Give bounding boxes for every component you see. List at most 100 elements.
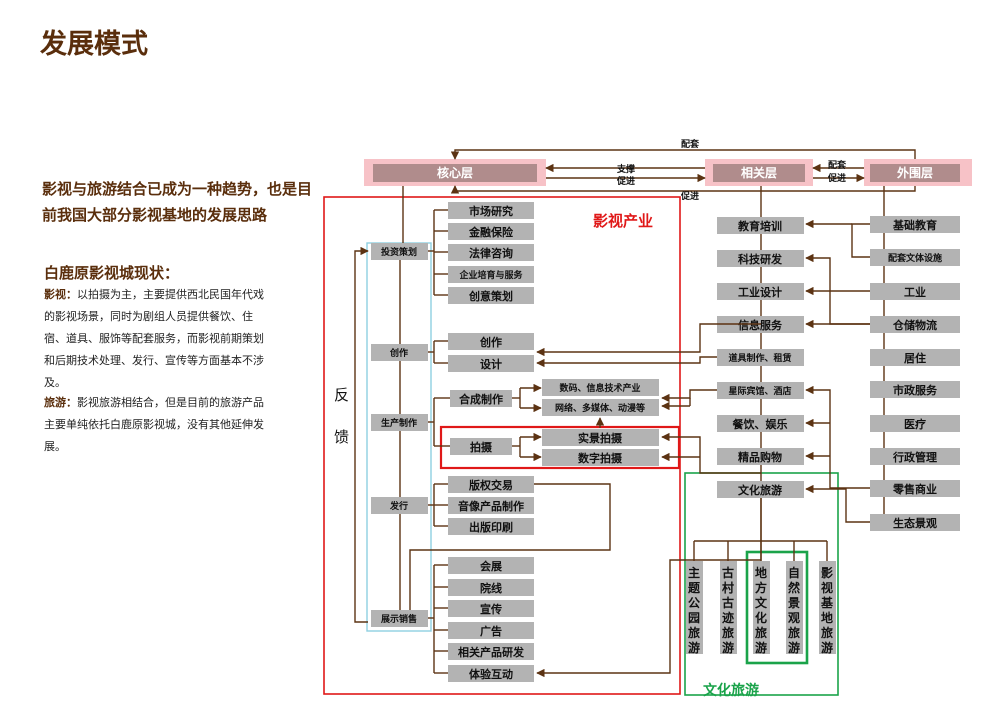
culture-tourism-label: 文化旅游 [703, 682, 759, 699]
create-item-2: 设计 [434, 355, 534, 372]
shopping-to-shoot-arrow [661, 432, 761, 474]
stage-create: 创作 [371, 344, 428, 361]
related-item-5: 道具制作、租赁 [717, 349, 804, 366]
shoot-item-2: 数字拍摄 [542, 449, 659, 466]
tour-item-4-label: 自然景观旅游 [788, 565, 800, 655]
related-item-7-label: 餐饮、娱乐 [732, 417, 788, 431]
create-item-1-label: 创作 [479, 335, 502, 349]
outer-item-10-label: 生态景观 [893, 516, 937, 530]
stage-column-frame [366, 242, 432, 632]
tour-item-2-label: 古村古迹旅游 [722, 565, 734, 655]
outer-item-2: 配套文体设施 [870, 249, 960, 266]
create-item-1: 创作 [434, 333, 534, 350]
invest-item-1-label: 市场研究 [469, 204, 513, 218]
feedback-char-1: 反 [334, 386, 349, 404]
shoot-box: 拍摄 [450, 438, 512, 455]
stage-invest: 投资策划 [371, 243, 428, 260]
page-title: 发展模式 [40, 29, 148, 60]
film-label: 影视： [44, 288, 77, 301]
invest-item-2: 金融保险 [434, 223, 534, 240]
tour-item-3-label: 地方文化旅游 [755, 565, 768, 655]
create-item-2-label: 设计 [480, 357, 502, 371]
related-item-9-label: 文化旅游 [738, 483, 782, 497]
tour-item-3: 地方文化旅游 [753, 541, 770, 655]
tour-label: 旅游： [44, 396, 77, 409]
core-layer-label: 核心层 [437, 165, 473, 180]
stage-produce-label: 生产制作 [381, 417, 417, 429]
synth-item-1: 数码、信息技术产业 [542, 379, 659, 396]
outer-item-6: 市政服务 [870, 381, 960, 398]
tour-item-5: 影视基地旅游 [819, 541, 836, 655]
related-item-3: 工业设计 [717, 283, 804, 300]
shoot-label: 拍摄 [470, 440, 493, 454]
stage-publish-label: 发行 [389, 500, 408, 512]
tour-item-2: 古村古迹旅游 [720, 541, 737, 655]
related-item-1: 教育培训 [717, 217, 804, 234]
outer-item-10: 生态景观 [870, 514, 960, 531]
publish-item-3-label: 出版印刷 [469, 520, 513, 534]
film-paragraph: 影视：以拍摄为主，主要提供西北民国年代戏 的影视场景，同时为剧组人员提供餐饮、住… [44, 284, 274, 394]
invest-item-4: 企业培育与服务 [434, 266, 534, 283]
peitao-top-label: 配套 [681, 138, 700, 150]
publish-item-3: 出版印刷 [434, 518, 534, 535]
zhicheng-label: 支撑 [616, 163, 635, 175]
stage-create-label: 创作 [389, 347, 408, 359]
outer-item-1: 基础教育 [870, 216, 960, 233]
outer-item-5: 居住 [870, 349, 960, 366]
related-layer-label: 相关层 [741, 165, 777, 180]
film-text: 以拍摄为主，主要提供西北民国年代戏 的影视场景，同时为剧组人员提供餐饮、住宿、道… [44, 288, 264, 389]
related-item-5-label: 道具制作、租赁 [728, 352, 791, 364]
invest-item-5-label: 创意策划 [468, 289, 513, 303]
invest-item-1: 市场研究 [434, 202, 534, 219]
outer-item-7: 医疗 [870, 415, 960, 432]
show-item-3-label: 宣传 [480, 602, 502, 616]
related-item-6-label: 星际宾馆、酒店 [728, 385, 791, 397]
synth-box: 合成制作 [450, 390, 512, 407]
related-item-9: 文化旅游 [717, 481, 804, 498]
shoot-item-1-label: 实景拍摄 [578, 431, 623, 445]
outer-item-7-label: 医疗 [904, 417, 926, 431]
core-layer-box [373, 164, 537, 182]
film-industry-label: 影视产业 [593, 212, 653, 230]
publish-to-show-line [409, 483, 611, 610]
outer-item-6-label: 市政服务 [893, 383, 938, 397]
subhead: 白鹿原影视城现状： [44, 264, 180, 282]
tour-paragraph: 旅游：影视旅游相结合，但是目前的旅游产品主要单纯依托白鹿原影视城，没有其他延伸发… [44, 392, 274, 458]
show-item-6: 体验互动 [434, 665, 534, 682]
outer-item-8: 行政管理 [870, 448, 960, 465]
synth-item-1-label: 数码、信息技术产业 [559, 382, 640, 394]
show-item-3: 宣传 [434, 600, 534, 617]
synth-item-2-label: 网络、多媒体、动漫等 [555, 402, 645, 414]
related-item-8-label: 精品购物 [738, 450, 782, 464]
tour-item-4: 自然景观旅游 [786, 541, 803, 655]
invest-item-4-label: 企业培育与服务 [458, 269, 523, 281]
cujin-b-label: 促进 [827, 172, 846, 184]
stage-invest-label: 投资策划 [381, 246, 417, 258]
outer-item-4: 仓储物流 [870, 316, 960, 333]
show-item-4: 广告 [434, 622, 534, 639]
info-to-create-arrow [536, 323, 761, 357]
publish-item-2: 音像产品制作 [434, 497, 534, 514]
cujin-bottom-label: 促进 [680, 190, 699, 202]
publish-item-2-label: 音像产品制作 [458, 499, 524, 513]
synth-item-2: 网络、多媒体、动漫等 [542, 399, 659, 416]
outer-item-3-label: 工业 [904, 285, 926, 299]
tour-highlight-frame [745, 550, 809, 665]
related-item-1-label: 教育培训 [737, 219, 782, 233]
related-item-6: 星际宾馆、酒店 [717, 382, 804, 399]
hotel-to-synth-arrow [661, 389, 717, 403]
invest-item-3: 法律咨询 [434, 244, 534, 261]
outer-layer-box [870, 164, 960, 182]
invest-item-5: 创意策划 [434, 287, 534, 304]
stage-show: 展示销售 [371, 610, 428, 627]
outer-item-8-label: 行政管理 [892, 450, 937, 464]
outer-item-3: 工业 [870, 283, 960, 300]
show-item-5-label: 相关产品研发 [458, 645, 525, 659]
stage-produce: 生产制作 [371, 414, 428, 431]
shoot-highlight-frame [439, 425, 681, 470]
peitao-top-arrow [450, 149, 916, 160]
show-item-4-label: 广告 [480, 624, 502, 638]
shoot-item-1: 实景拍摄 [542, 429, 659, 446]
show-item-2-label: 院线 [480, 581, 502, 595]
